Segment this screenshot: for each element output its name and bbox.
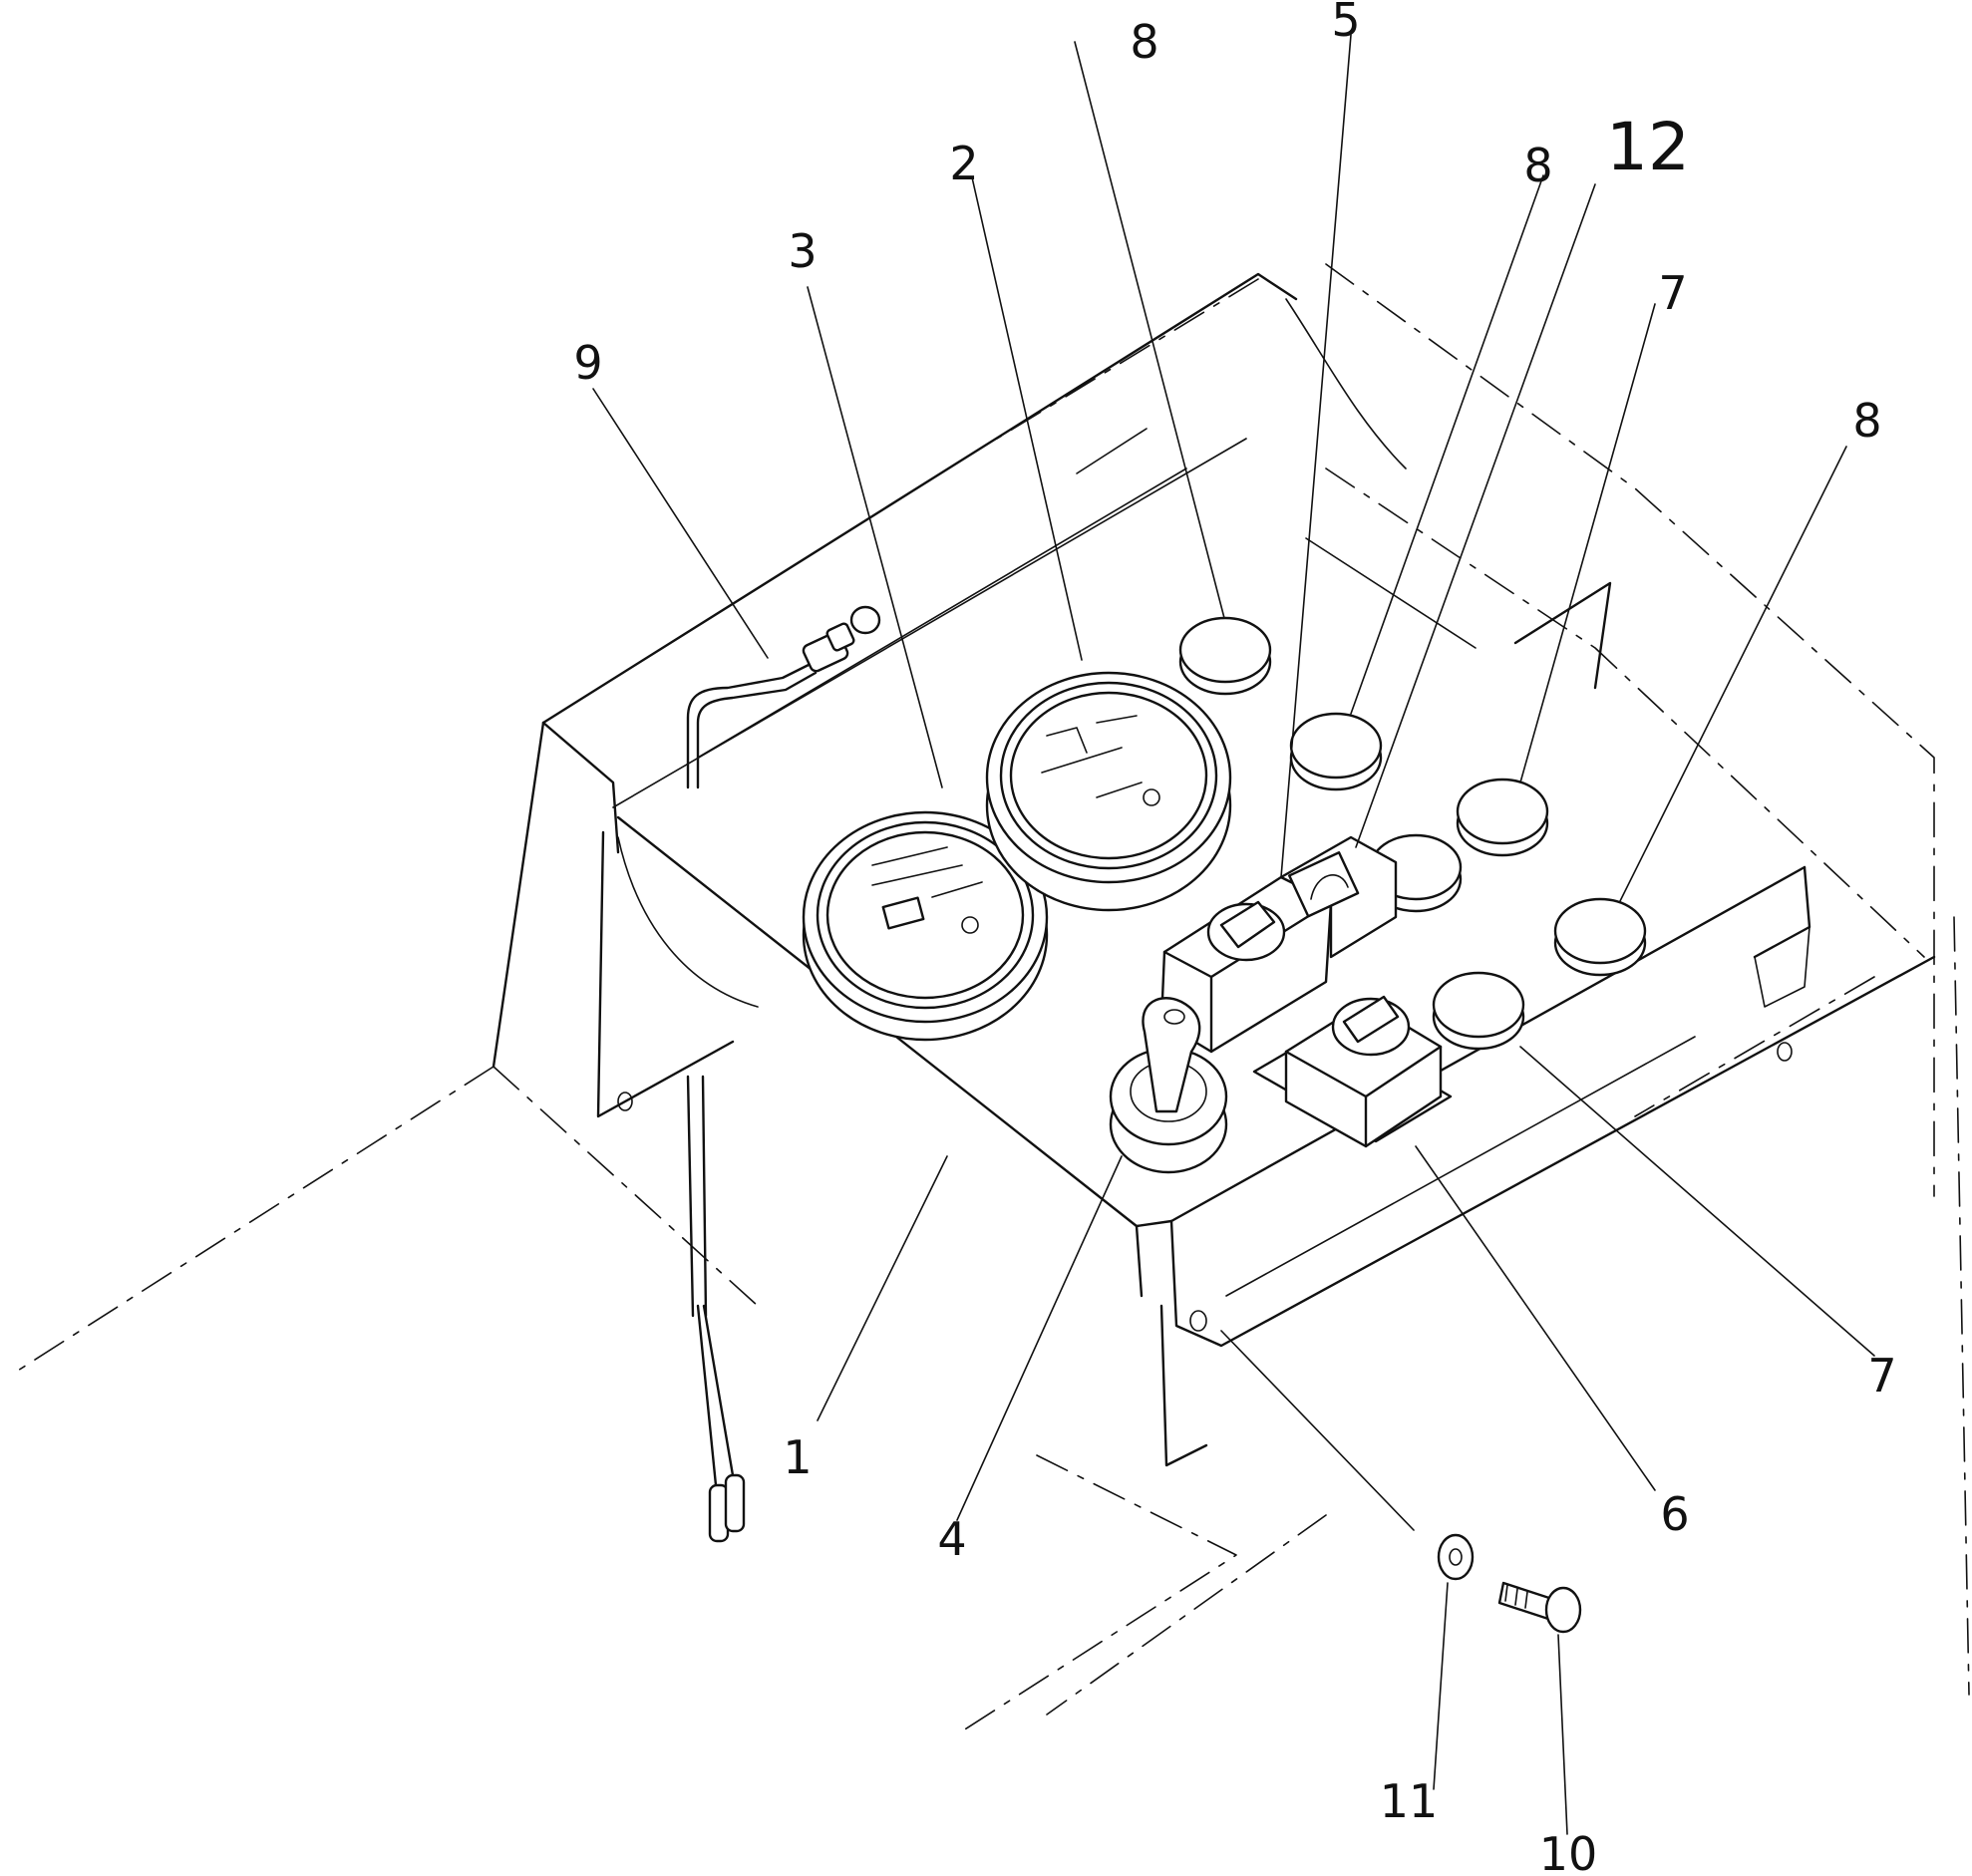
label-8c: 8 [1852, 394, 1881, 448]
label-6: 6 [1660, 1487, 1689, 1541]
rotary-switch-6 [1252, 995, 1453, 1148]
label-7a: 7 [1658, 266, 1687, 320]
washer-11 [1437, 1533, 1475, 1581]
label-12: 12 [1606, 109, 1690, 185]
label-3: 3 [788, 224, 817, 278]
leader-lines [592, 34, 1875, 1835]
label-8b: 8 [1523, 139, 1552, 192]
gauge-3 [802, 810, 1049, 1042]
cap-8b [1289, 712, 1383, 791]
label-5: 5 [1331, 0, 1360, 47]
cap-7c [1432, 971, 1525, 1051]
bolt-10 [1497, 1581, 1582, 1634]
cap-plugs-8 [1178, 616, 1647, 977]
label-7b: 7 [1867, 1349, 1896, 1403]
gauge-2 [985, 671, 1232, 912]
label-1: 1 [783, 1430, 812, 1484]
label-11: 11 [1380, 1774, 1439, 1828]
cap-8c [1553, 897, 1647, 977]
rotary-switch-5 [1159, 875, 1333, 1054]
indicator-lamp-12 [1279, 835, 1398, 959]
cap-8a [1178, 616, 1272, 696]
key-switch-4 [1109, 997, 1228, 1174]
label-2: 2 [949, 137, 978, 190]
cap-7a [1456, 778, 1549, 857]
label-4: 4 [937, 1512, 966, 1566]
phantom-lines [9, 263, 1970, 1735]
label-10: 10 [1539, 1827, 1598, 1876]
label-8a: 8 [1130, 15, 1158, 69]
panel-housing [492, 272, 1936, 1467]
wire-harness [686, 605, 881, 1543]
label-9: 9 [573, 336, 602, 390]
callout-labels: 5 8 2 8 12 3 7 9 8 7 1 6 4 11 10 [573, 0, 1896, 1876]
